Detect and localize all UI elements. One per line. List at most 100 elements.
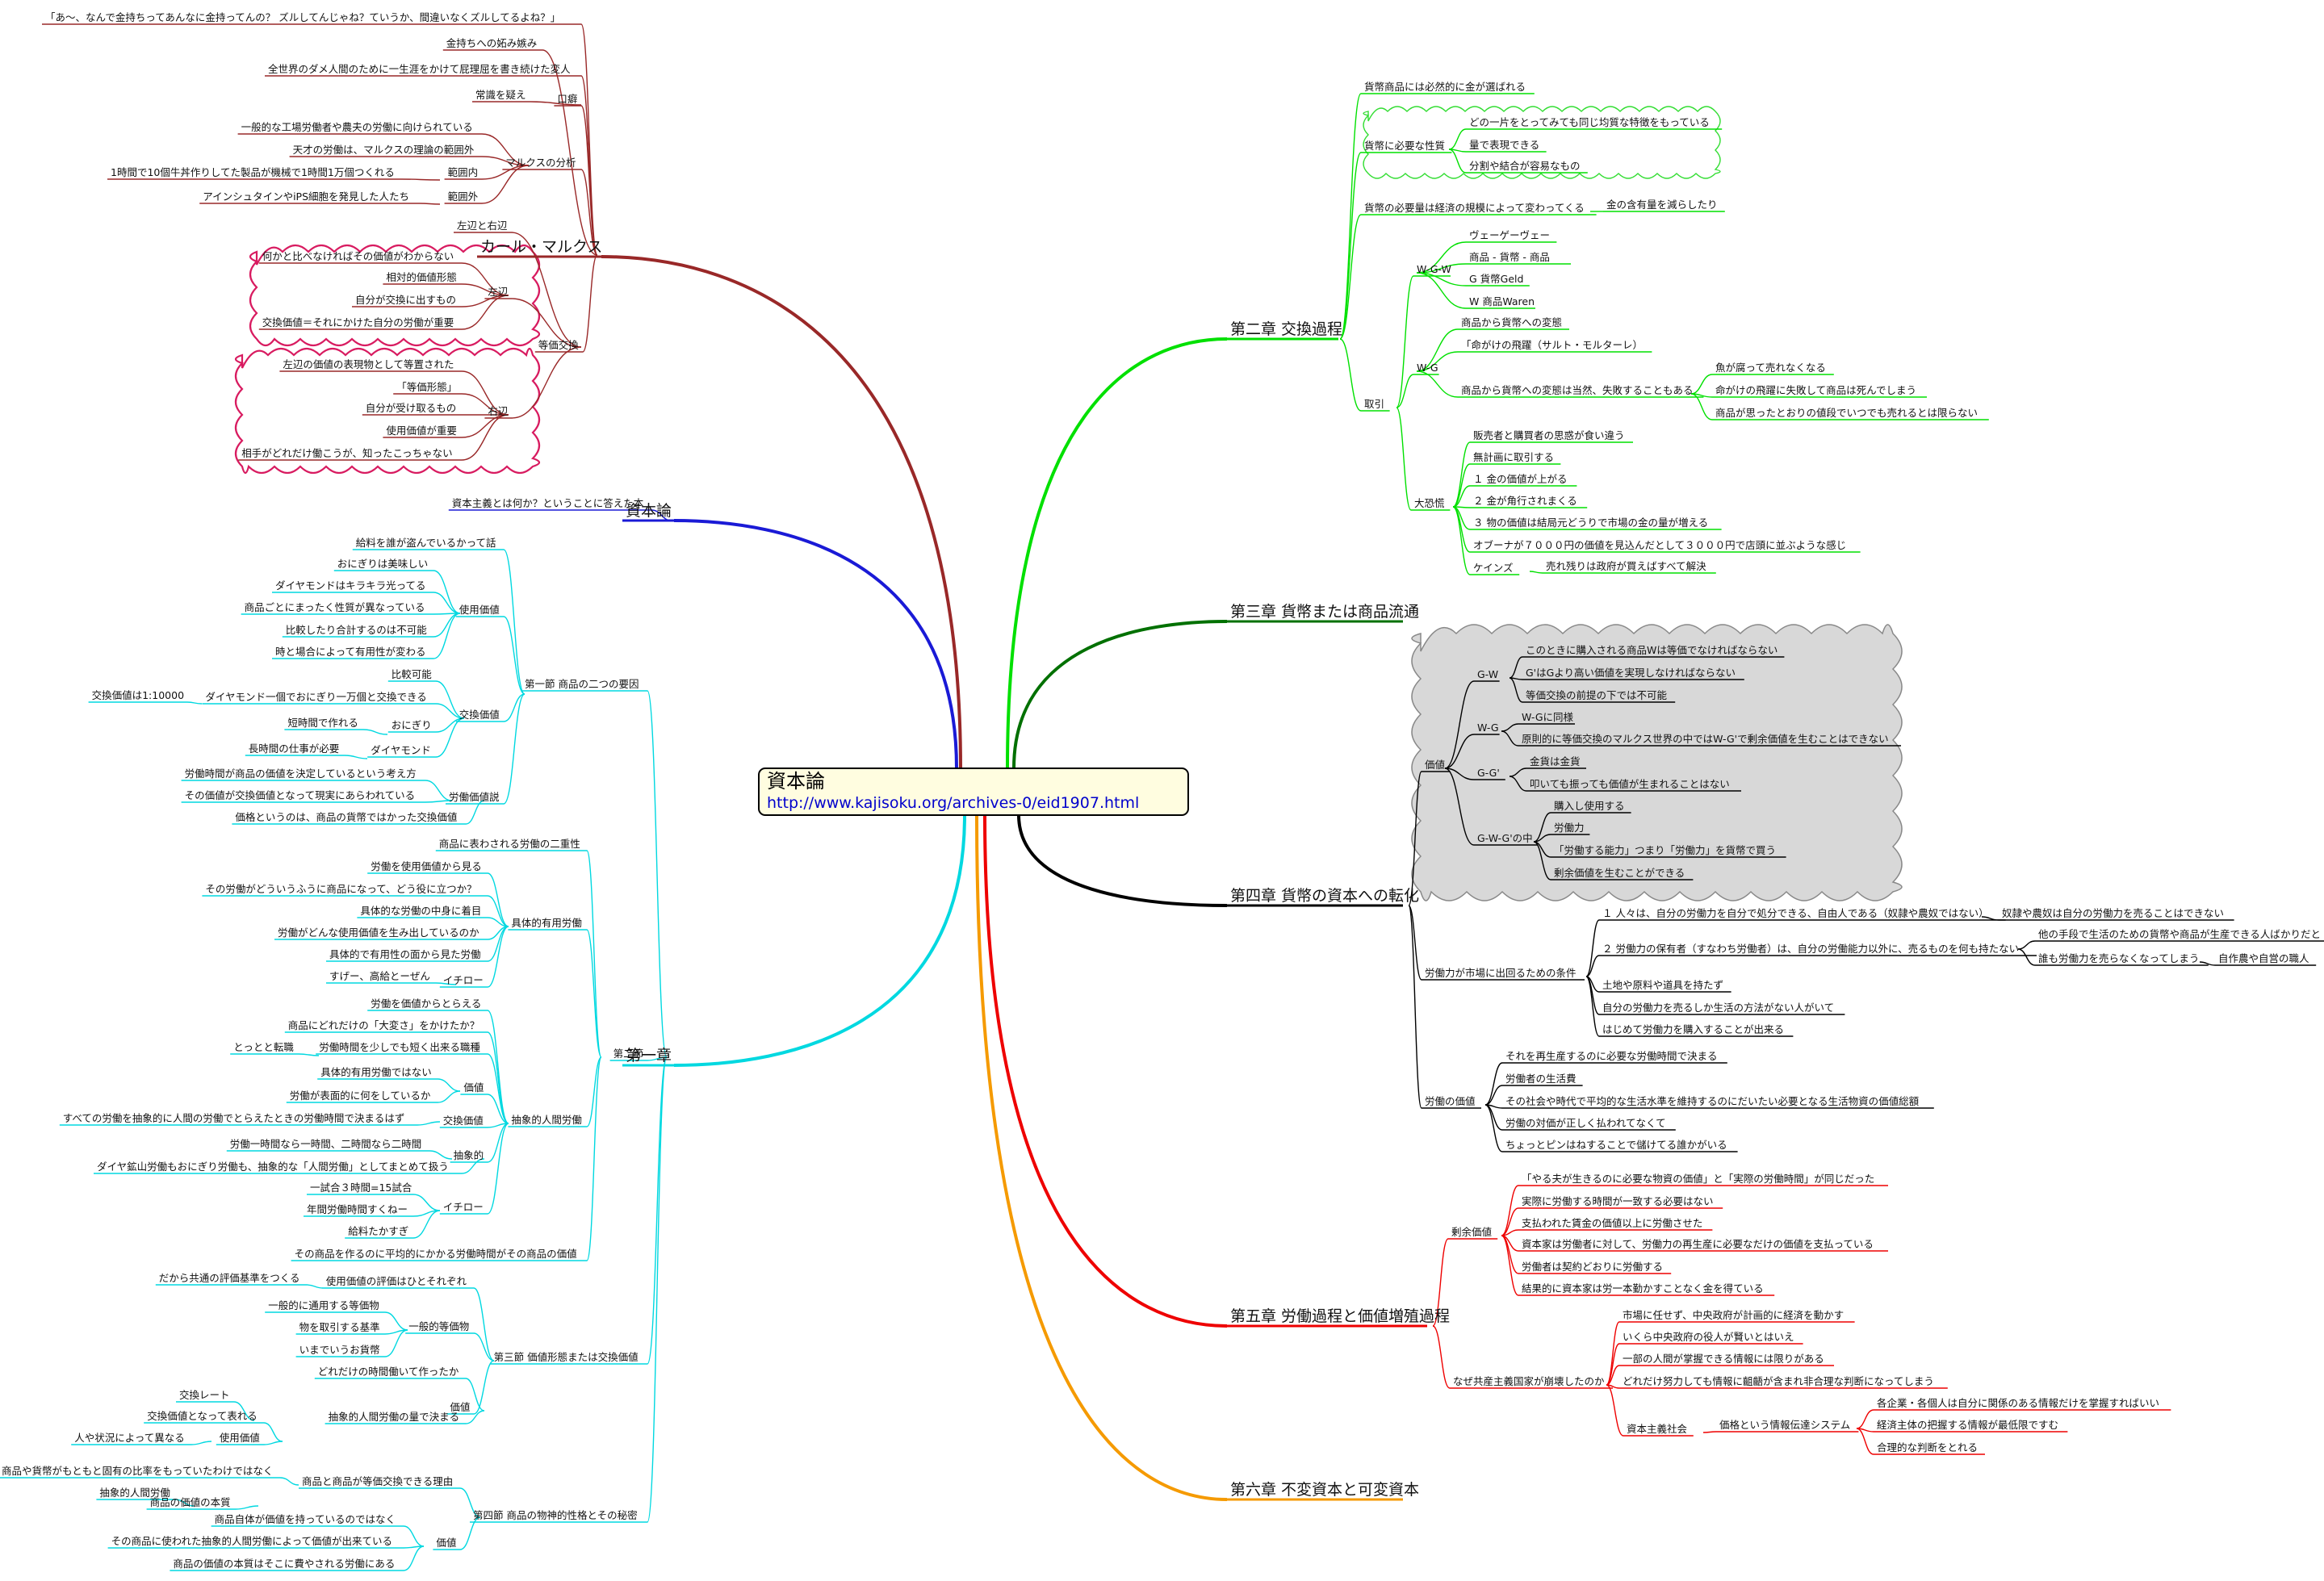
node-label[interactable]: 第二節 bbox=[613, 1048, 644, 1060]
branch-label-ch1[interactable]: 第一章 bbox=[626, 1047, 672, 1064]
node-label[interactable]: 商品 - 貨幣 - 商品 bbox=[1469, 251, 1550, 263]
node-label[interactable]: 剰余価値 bbox=[1451, 1226, 1492, 1238]
node-label[interactable]: 商品から貨幣への変態 bbox=[1461, 316, 1562, 328]
node-label[interactable]: ダイヤモンド一個でおにぎり一万個と交換できる bbox=[205, 691, 426, 703]
node-label[interactable]: マルクスの分析 bbox=[505, 157, 576, 169]
node-label[interactable]: ケインズ bbox=[1473, 562, 1514, 574]
node-label[interactable]: 価値 bbox=[1425, 759, 1445, 771]
node-label[interactable]: 長時間の仕事が必要 bbox=[249, 742, 340, 755]
node-label[interactable]: 抽象的人間労働 bbox=[99, 1487, 170, 1499]
node-label[interactable]: 結果的に資本家は労一本勤かすことなく金を得ている bbox=[1522, 1282, 1764, 1294]
node-label[interactable]: ダイヤモンド bbox=[371, 744, 431, 756]
node-label[interactable]: 短時間で作れる bbox=[287, 717, 358, 729]
node-label[interactable]: 第一節 商品の二つの要因 bbox=[525, 678, 639, 690]
node-label[interactable]: 交換価値 bbox=[443, 1115, 484, 1127]
node-label[interactable]: 一試合３時間=15試合 bbox=[310, 1182, 412, 1194]
node-label[interactable]: 貨幣の必要量は経済の規模によって変わってくる bbox=[1364, 202, 1585, 214]
node-label[interactable]: 交換価値となって表れる bbox=[147, 1410, 258, 1422]
node-label[interactable]: イチロー bbox=[443, 974, 484, 986]
node-label[interactable]: どれだけ努力しても情報に齟齬が含まれ非合理な判断になってしまう bbox=[1623, 1375, 1934, 1387]
node-label[interactable]: 使用価値の評価はひとそれぞれ bbox=[326, 1275, 467, 1287]
node-label[interactable]: 比較したり合計するのは不可能 bbox=[286, 624, 428, 636]
node-label[interactable]: 具体的で有用性の面から見た労働 bbox=[329, 948, 481, 960]
node-label[interactable]: 命がけの飛躍に失敗して商品は死んでしまう bbox=[1715, 384, 1916, 396]
node-label[interactable]: 比較可能 bbox=[392, 668, 433, 680]
node-label[interactable]: 労働力が市場に出回るための条件 bbox=[1425, 967, 1577, 979]
node-label[interactable]: 商品から貨幣への変態は当然、失敗することもある bbox=[1461, 384, 1694, 396]
node-label[interactable]: 自作農や自営の職人 bbox=[2218, 952, 2309, 964]
node-label[interactable]: 交換レート bbox=[179, 1389, 230, 1401]
branch-label-ch4[interactable]: 第四章 貨幣の資本への転化 bbox=[1230, 887, 1419, 905]
node-label[interactable]: 金持ちへの妬み嫉み bbox=[446, 37, 538, 49]
node-label[interactable]: 魚が腐って売れなくなる bbox=[1715, 362, 1826, 374]
node-label[interactable]: W-G bbox=[1417, 362, 1438, 374]
node-label[interactable]: 労働者は契約どおりに労働する bbox=[1522, 1261, 1663, 1273]
node-label[interactable]: その商品に使われた抽象的人間労働によって価値が出来ている bbox=[111, 1535, 392, 1547]
node-label[interactable]: 常識を疑え bbox=[475, 89, 526, 101]
node-label[interactable]: その商品を作るのに平均的にかかる労働時間がその商品の価値 bbox=[295, 1248, 577, 1260]
node-label[interactable]: 自分が交換に出すもの bbox=[355, 294, 456, 306]
node-label[interactable]: 使用価値 bbox=[459, 604, 500, 616]
node-label[interactable]: 剰余価値を生むことができる bbox=[1554, 867, 1685, 879]
node-label[interactable]: W-G bbox=[1477, 721, 1499, 734]
node-label[interactable]: 抽象的人間労働の量で決まる bbox=[329, 1411, 460, 1423]
node-label[interactable]: １ 金の価値が上がる bbox=[1473, 473, 1567, 485]
node-label[interactable]: 資本主義とは何か？ということに答えた本 bbox=[452, 497, 644, 509]
node-label[interactable]: W 商品Waren bbox=[1469, 295, 1535, 307]
node-label[interactable]: 給料たかすぎ bbox=[348, 1225, 408, 1237]
node-label[interactable]: ヴェーゲーヴェー bbox=[1469, 229, 1550, 241]
node-label[interactable]: 労働を使用価値から見る bbox=[371, 860, 482, 872]
node-label[interactable]: 価値 bbox=[463, 1081, 484, 1094]
node-label[interactable]: 商品ごとにまったく性質が異なっている bbox=[245, 601, 425, 613]
node-label[interactable]: 労働の価値 bbox=[1425, 1095, 1476, 1107]
node-label[interactable]: どれだけの時間働いて作ったか bbox=[318, 1366, 459, 1378]
node-label[interactable]: 労働価値説 bbox=[449, 791, 500, 803]
node-label[interactable]: 天才の労働は、マルクスの理論の範囲外 bbox=[293, 144, 475, 156]
branch-label-shihonron[interactable]: 資本論 bbox=[626, 502, 672, 520]
node-label[interactable]: 購入し使用する bbox=[1554, 800, 1625, 812]
node-label[interactable]: 何かと比べなければその価値がわからない bbox=[262, 250, 454, 262]
node-label[interactable]: はじめて労働力を購入することが出来る bbox=[1602, 1023, 1784, 1035]
node-label[interactable]: 全世界のダメ人間のために一生涯をかけて屁理屈を書き続けた変人 bbox=[268, 63, 571, 75]
node-label[interactable]: 労働を価値からとらえる bbox=[371, 998, 481, 1010]
branch-label-ch2[interactable]: 第二章 交換過程 bbox=[1230, 320, 1342, 338]
node-label[interactable]: 使用価値が重要 bbox=[386, 425, 457, 437]
node-label[interactable]: 左辺の価値の表現物として等置された bbox=[283, 358, 454, 370]
node-label[interactable]: １ 人々は、自分の労働力を自分で処分できる、自由人である（奴隷や農奴ではない） bbox=[1602, 907, 1989, 919]
node-label[interactable]: G 貨幣Geld bbox=[1469, 273, 1523, 285]
node-label[interactable]: 取引 bbox=[1364, 398, 1384, 410]
node-label[interactable]: 資本主義社会 bbox=[1627, 1423, 1688, 1435]
node-label[interactable]: 抽象的 bbox=[454, 1149, 484, 1161]
node-label[interactable]: 叩いても振っても価値が生まれることはない bbox=[1530, 778, 1730, 790]
node-label[interactable]: 給料を誰が盗んでいるかって話 bbox=[356, 537, 496, 549]
node-label[interactable]: 金貨は金貨 bbox=[1530, 755, 1581, 767]
node-label[interactable]: オブーナが７０００円の価値を見込んだとして３０００円で店頭に並ぶような感じ bbox=[1473, 539, 1846, 551]
node-label[interactable]: 商品の価値の本質 bbox=[150, 1496, 231, 1508]
node-label[interactable]: 労働一時間なら一時間、二時間なら二時間 bbox=[230, 1138, 422, 1150]
node-label[interactable]: 価値 bbox=[436, 1537, 456, 1549]
node-label[interactable]: だから共通の評価基準をつくる bbox=[159, 1272, 300, 1284]
node-label[interactable]: 商品にどれだけの「大変さ」をかけたか？ bbox=[288, 1019, 480, 1031]
node-label[interactable]: 「あ～、なんで金持ちってあんなに金持ってんの？ ズルしてんじゃね？ていうか、間違… bbox=[45, 11, 560, 23]
node-label[interactable]: 経済主体の把握する情報が最低限ですむ bbox=[1877, 1419, 2058, 1431]
node-label[interactable]: 価格というのは、商品の貨幣ではかった交換価値 bbox=[235, 811, 457, 823]
node-label[interactable]: G-G' bbox=[1477, 767, 1500, 779]
node-label[interactable]: 大恐慌 bbox=[1414, 497, 1445, 509]
branch-label-ch6[interactable]: 第六章 不変資本と可変資本 bbox=[1230, 1481, 1419, 1499]
node-label[interactable]: 相手がどれだけ働こうが、知ったこっちゃない bbox=[241, 447, 452, 459]
node-label[interactable]: 商品に表わされる労働の二重性 bbox=[439, 838, 580, 850]
node-label[interactable]: 時と場合によって有用性が変わる bbox=[275, 646, 426, 658]
node-label[interactable]: ダイヤモンドはキラキラ光ってる bbox=[275, 579, 426, 592]
node-label[interactable]: 土地や原料や道具を持たず bbox=[1602, 979, 1723, 991]
node-label[interactable]: その社会や時代で平均的な生活水準を維持するのにだいたい必要となる生活物資の価値総… bbox=[1505, 1095, 1920, 1107]
node-label[interactable]: 具体的な労働の中身に着目 bbox=[360, 905, 481, 917]
node-label[interactable]: 一般的に通用する等価物 bbox=[268, 1299, 379, 1311]
branch-label-ch5[interactable]: 第五章 労働過程と価値増殖過程 bbox=[1230, 1307, 1450, 1325]
branch-label-marx[interactable]: カール・マルクス bbox=[480, 238, 602, 256]
node-label[interactable]: おにぎり bbox=[392, 719, 432, 731]
node-label[interactable]: 一般的な工場労働者や農夫の労働に向けられている bbox=[241, 121, 473, 133]
node-label[interactable]: とっとと転職 bbox=[233, 1041, 294, 1053]
node-label[interactable]: 無計画に取引する bbox=[1473, 451, 1554, 463]
node-label[interactable]: どの一片をとってみても同じ均質な特徴をもっている bbox=[1469, 116, 1710, 128]
node-label[interactable]: ３ 物の価値は結局元どうりで市場の金の量が増える bbox=[1473, 517, 1708, 529]
